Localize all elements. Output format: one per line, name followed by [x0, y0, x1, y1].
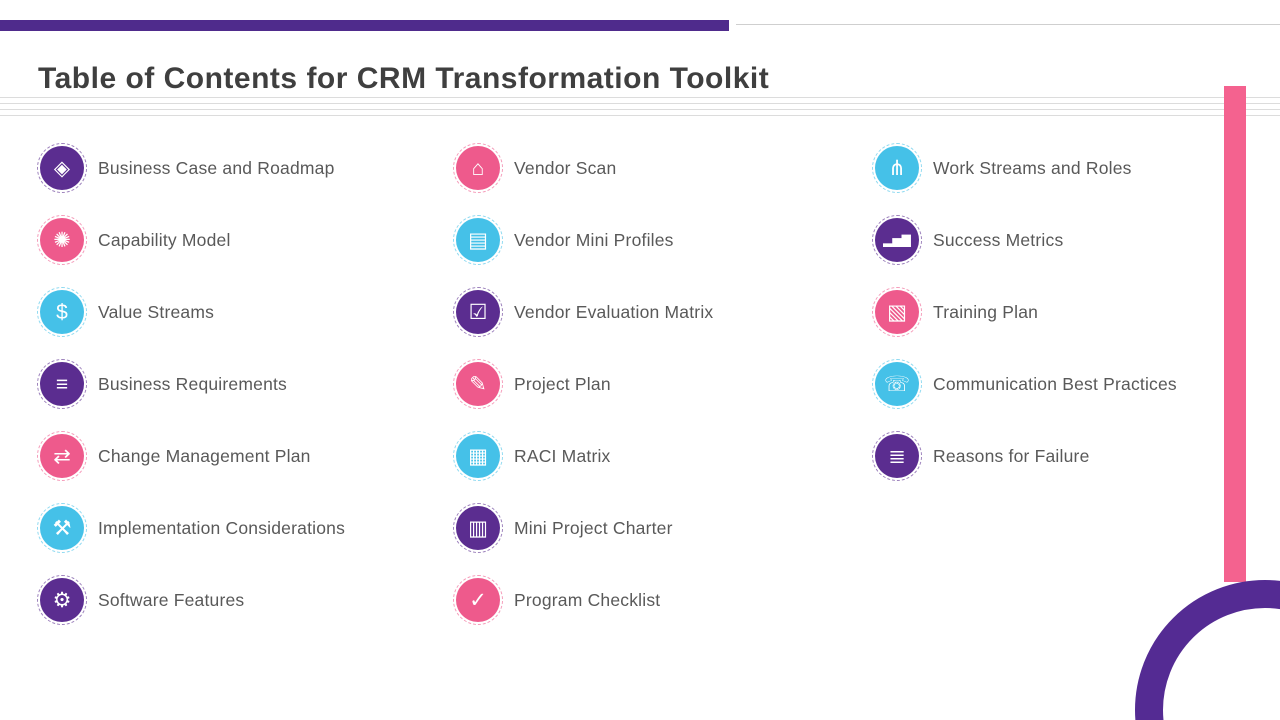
value-streams-icon: $ — [37, 287, 87, 337]
toc-item: ⚙ Software Features — [37, 575, 440, 625]
toc-item: ◈ Business Case and Roadmap — [37, 143, 440, 193]
icon-glyph: ⋔ — [888, 156, 906, 180]
toc-item-label: Project Plan — [514, 373, 611, 394]
toc-item-label: Software Features — [98, 589, 245, 610]
divider-line — [0, 109, 1280, 110]
toc-column-3: ⋔ Work Streams and Roles ▂▅▇ Success Metric… — [872, 143, 1235, 481]
toc-item-label: Communication Best Practices — [933, 373, 1177, 394]
toc-item-label: Work Streams and Roles — [933, 157, 1132, 178]
toc-column-1: ◈ Business Case and Roadmap ✺ Capability Mo… — [37, 143, 440, 625]
icon-glyph: ▦ — [468, 444, 488, 468]
toc-column-2: ⌂ Vendor Scan ▤ Vendor Mini Profiles ☑ Vendor… — [453, 143, 856, 625]
vendor-evaluation-matrix-icon: ☑ — [453, 287, 503, 337]
toc-item: ▦ RACI Matrix — [453, 431, 856, 481]
divider-line — [0, 97, 1280, 98]
icon-glyph: ⌂ — [471, 156, 485, 180]
vendor-mini-profiles-icon: ▤ — [453, 215, 503, 265]
toc-item-label: Success Metrics — [933, 229, 1064, 250]
raci-matrix-icon: ▦ — [453, 431, 503, 481]
toc-item-label: Capability Model — [98, 229, 231, 250]
icon-glyph: $ — [56, 300, 68, 324]
toc-item-label: Reasons for Failure — [933, 445, 1090, 466]
top-divider-line — [736, 24, 1280, 25]
business-case-roadmap-icon: ◈ — [37, 143, 87, 193]
toc-item: ✎ Project Plan — [453, 359, 856, 409]
toc-item-label: Vendor Scan — [514, 157, 617, 178]
toc-item-label: Value Streams — [98, 301, 215, 322]
implementation-considerations-icon: ⚒ — [37, 503, 87, 553]
toc-item-label: Mini Project Charter — [514, 517, 673, 538]
change-management-plan-icon: ⇄ — [37, 431, 87, 481]
toc-item-label: Vendor Evaluation Matrix — [514, 301, 714, 322]
icon-glyph: ☏ — [883, 372, 911, 396]
icon-glyph: ◈ — [53, 156, 71, 180]
toc-item: ⋔ Work Streams and Roles — [872, 143, 1235, 193]
divider-line — [0, 103, 1280, 104]
toc-item: ☑ Vendor Evaluation Matrix — [453, 287, 856, 337]
icon-glyph: ✎ — [469, 372, 487, 396]
toc-item-label: Business Requirements — [98, 373, 288, 394]
toc-item: ≡ Business Requirements — [37, 359, 440, 409]
project-plan-icon: ✎ — [453, 359, 503, 409]
icon-glyph: ▧ — [887, 300, 907, 324]
capability-model-icon: ✺ — [37, 215, 87, 265]
toc-item: ▧ Training Plan — [872, 287, 1235, 337]
toc-item: ⚒ Implementation Considerations — [37, 503, 440, 553]
divider-line — [0, 115, 1280, 116]
toc-item: ✓ Program Checklist — [453, 575, 856, 625]
vendor-scan-icon: ⌂ — [453, 143, 503, 193]
toc-item: ⇄ Change Management Plan — [37, 431, 440, 481]
page-title: Table of Contents for CRM Transformation… — [38, 62, 770, 96]
toc-item: ▥ Mini Project Charter — [453, 503, 856, 553]
icon-glyph: ▥ — [468, 516, 488, 540]
work-streams-roles-icon: ⋔ — [872, 143, 922, 193]
ring-circle — [1135, 580, 1280, 720]
icon-glyph: ⚙ — [52, 588, 72, 612]
mini-project-charter-icon: ▥ — [453, 503, 503, 553]
toc-item: ⌂ Vendor Scan — [453, 143, 856, 193]
icon-glyph: ✓ — [469, 588, 487, 612]
toc-item-label: Training Plan — [933, 301, 1039, 322]
reasons-for-failure-icon: ≣ — [872, 431, 922, 481]
communication-best-practices-icon: ☏ — [872, 359, 922, 409]
icon-glyph: ≡ — [55, 372, 69, 396]
training-plan-icon: ▧ — [872, 287, 922, 337]
top-accent-bar — [0, 20, 729, 31]
icon-glyph: ▂▅▇ — [883, 233, 911, 247]
success-metrics-icon: ▂▅▇ — [872, 215, 922, 265]
toc-item: ▤ Vendor Mini Profiles — [453, 215, 856, 265]
toc-item-label: Change Management Plan — [98, 445, 311, 466]
toc-item: $ Value Streams — [37, 287, 440, 337]
icon-glyph: ✺ — [53, 228, 71, 252]
toc-item: ▂▅▇ Success Metrics — [872, 215, 1235, 265]
toc-item-label: Vendor Mini Profiles — [514, 229, 674, 250]
program-checklist-icon: ✓ — [453, 575, 503, 625]
icon-glyph: ≣ — [888, 444, 906, 468]
right-accent-bar — [1224, 86, 1246, 582]
icon-glyph: ☑ — [468, 300, 488, 324]
icon-glyph: ⚒ — [52, 516, 72, 540]
toc-item-label: Implementation Considerations — [98, 517, 346, 538]
software-features-icon: ⚙ — [37, 575, 87, 625]
business-requirements-icon: ≡ — [37, 359, 87, 409]
toc-item-label: Business Case and Roadmap — [98, 157, 335, 178]
toc-item: ≣ Reasons for Failure — [872, 431, 1235, 481]
toc-item-label: Program Checklist — [514, 589, 661, 610]
icon-glyph: ⇄ — [53, 444, 71, 468]
toc-item-label: RACI Matrix — [514, 445, 611, 466]
icon-glyph: ▤ — [468, 228, 488, 252]
toc-item: ✺ Capability Model — [37, 215, 440, 265]
toc-item: ☏ Communication Best Practices — [872, 359, 1235, 409]
